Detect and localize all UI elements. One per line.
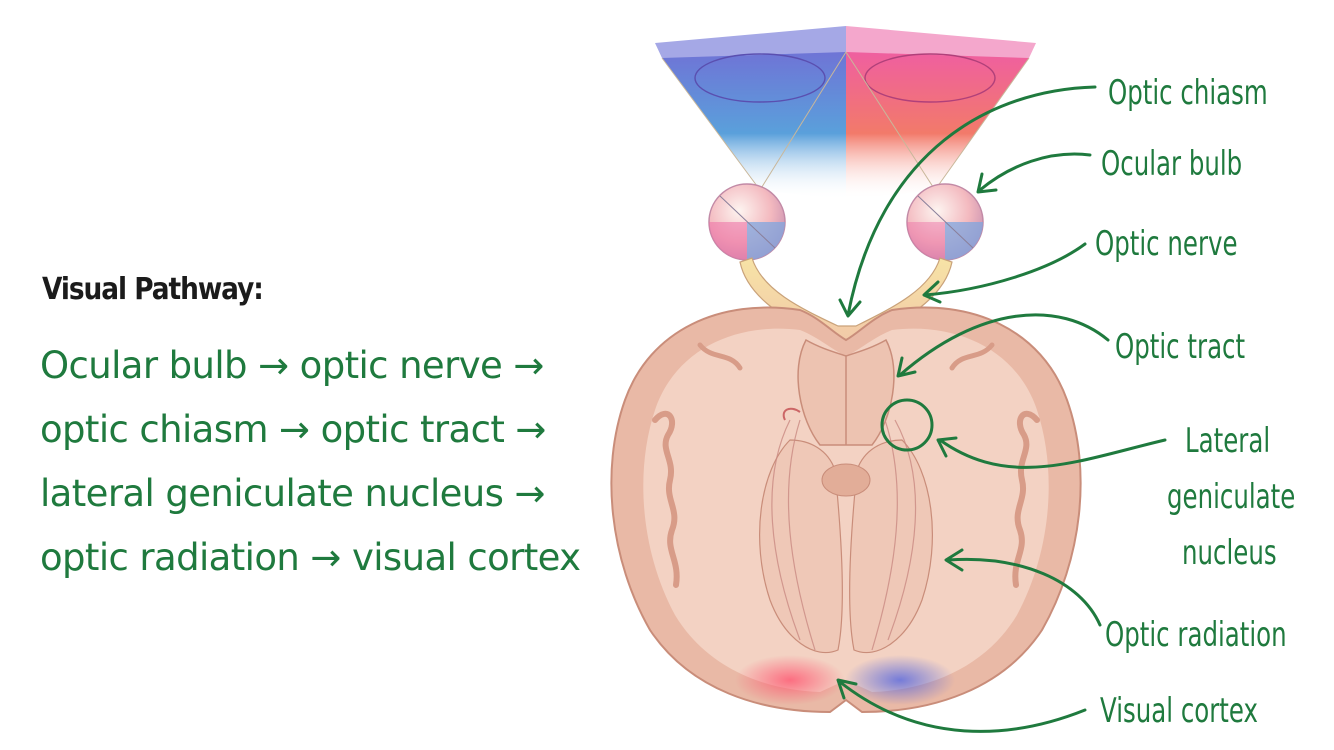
pathway-line-3: lateral geniculate nucleus → xyxy=(40,472,545,515)
arrow-visual-cortex xyxy=(836,678,1087,733)
label-optic-radiation: Optic radiation xyxy=(1105,615,1287,654)
ocular-bulb-left xyxy=(708,183,786,261)
label-nucleus: nucleus xyxy=(1182,533,1277,572)
lgn-highlight-circle xyxy=(880,398,934,452)
pathway-line-4: optic radiation → visual cortex xyxy=(40,536,581,579)
label-optic-nerve: Optic nerve xyxy=(1095,224,1238,263)
label-visual-cortex: Visual cortex xyxy=(1100,691,1258,730)
arrow-optic-chiasm xyxy=(838,85,1097,318)
label-ocular-bulb: Ocular bulb xyxy=(1101,144,1242,183)
label-geniculate: geniculate xyxy=(1167,477,1295,516)
arrow-lgn xyxy=(936,436,1167,469)
arrow-ocular-bulb xyxy=(976,152,1092,194)
arrow-optic-nerve xyxy=(922,242,1087,304)
pathway-line-1: Ocular bulb → optic nerve → xyxy=(40,344,544,387)
ocular-bulb-right xyxy=(906,183,984,261)
arrow-optic-tract xyxy=(896,313,1110,378)
label-optic-tract: Optic tract xyxy=(1115,327,1245,366)
label-optic-chiasm: Optic chiasm xyxy=(1108,73,1268,112)
brain xyxy=(610,306,1082,714)
arrow-optic-radiation xyxy=(944,548,1102,627)
visual-field xyxy=(655,26,1036,200)
diagram-heading: Visual Pathway: xyxy=(42,272,264,307)
pathway-line-2: optic chiasm → optic tract → xyxy=(40,408,546,451)
label-lateral: Lateral xyxy=(1185,421,1270,460)
